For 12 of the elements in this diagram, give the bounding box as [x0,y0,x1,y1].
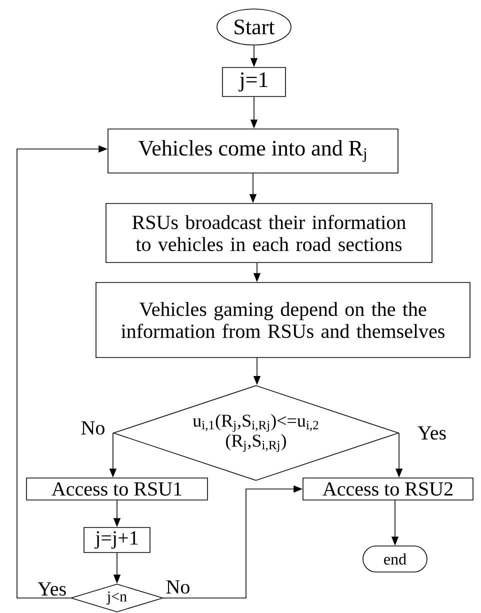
process-box: j=j+1 [84,527,150,553]
edge-label: No [164,579,192,595]
edge-label: No [80,420,106,436]
process-box: Access to RSU2 [302,478,474,500]
edge-label: Yes [36,581,68,597]
edge-label: Yes [416,425,448,441]
process-box: Vehicles gaming depend on the the information from RSUs and themselves [96,282,470,358]
process-box: j=1 [222,67,286,97]
process-box: Access to RSU1 [26,478,208,500]
process-box: Vehicles come into and R$_{j}$ [108,128,398,174]
terminal-box: end [362,546,428,572]
process-box: RSUs broadcast their information to vehicles in each road sections [106,203,432,263]
